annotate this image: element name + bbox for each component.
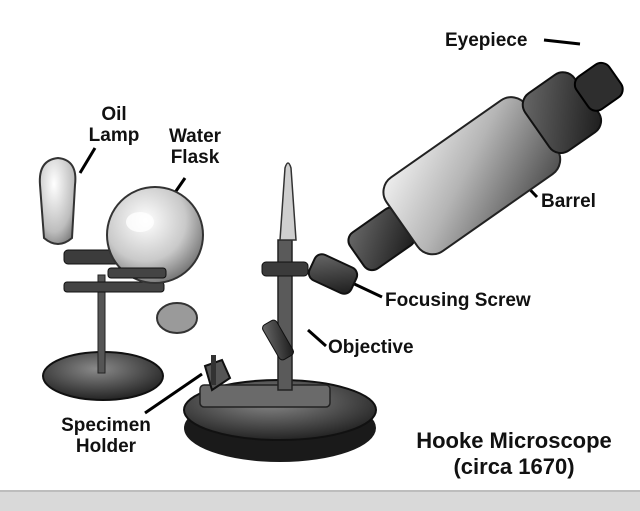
water-flask-label-line2: Flask <box>170 147 220 168</box>
pillar-spire <box>279 162 297 241</box>
barrel-assembly <box>347 61 624 272</box>
microscope-base <box>183 355 377 462</box>
lamp-reflector <box>156 302 198 334</box>
water-flask-assembly <box>106 186 204 284</box>
bottom-border-bar <box>0 490 640 511</box>
diagram-title: Hooke Microscope (circa 1670) <box>398 428 630 480</box>
oil-lamp-label-line2: Lamp <box>88 125 140 146</box>
flask-support <box>107 267 167 279</box>
focusing-screw-label: Focusing Screw <box>385 290 531 311</box>
oil-lamp-label-line1: Oil <box>101 104 127 125</box>
diagram-title-line2: (circa 1670) <box>453 454 575 479</box>
lamp-stand-rod <box>97 274 106 374</box>
barrel-label: Barrel <box>541 191 596 212</box>
eyepiece-leader <box>543 38 581 46</box>
water-flask-globe <box>106 186 204 284</box>
focusing-screw <box>307 253 359 295</box>
leader-lines <box>78 38 581 415</box>
lamp-arm <box>63 281 165 293</box>
oil-lamp-label: Oil Lamp <box>84 104 144 146</box>
eyepiece <box>573 61 624 112</box>
specimen-holder-label-line1: Specimen <box>61 415 151 436</box>
water-flask-label-line1: Water <box>168 126 222 147</box>
oil-lamp-glass <box>38 156 77 245</box>
oil-lamp-assembly <box>38 156 198 401</box>
specimen-pin <box>211 355 216 385</box>
water-flask-label: Water Flask <box>160 126 230 168</box>
objective-leader <box>307 328 327 348</box>
objective-label: Objective <box>328 337 414 358</box>
specimen-holder-label: Specimen Holder <box>54 415 158 457</box>
pillar-assembly <box>261 162 309 391</box>
specimen-holder-leader <box>144 372 203 415</box>
eyepiece-label: Eyepiece <box>445 30 528 51</box>
oil-lamp-leader <box>78 147 97 174</box>
objective-tube <box>262 319 294 361</box>
flask-highlight <box>126 212 154 232</box>
diagram-title-line1: Hooke Microscope <box>416 428 612 453</box>
pillar-collar <box>261 261 309 277</box>
stage-plate <box>199 384 331 408</box>
specimen-holder-label-line2: Holder <box>75 436 137 457</box>
